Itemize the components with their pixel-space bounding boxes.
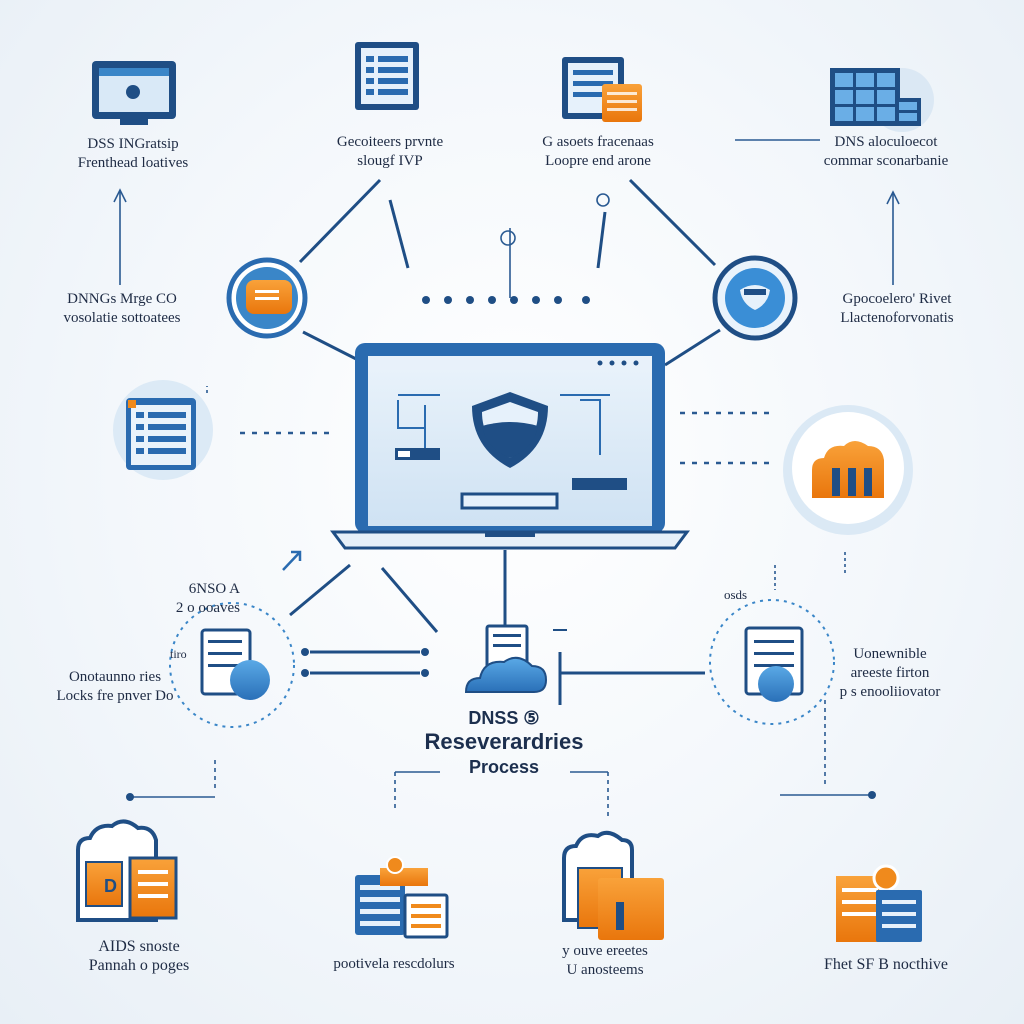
label-lower-left-tag: tiro <box>170 645 187 664</box>
label-line: slougf IVP <box>357 153 423 169</box>
connector-dots <box>126 296 876 801</box>
label-line: U anosteems <box>566 962 644 978</box>
label-lower-right-tag: osds <box>724 585 747 604</box>
label-top-left: DSS INGratsip Frenthead loatives <box>78 135 188 173</box>
label-line: pootivela rescdolurs <box>333 956 455 972</box>
orange-folder-circle-icon <box>226 257 308 339</box>
document-folder-icon <box>562 57 642 122</box>
center-title-line2: Reseverardries <box>424 729 584 754</box>
label-line: 6NSO A <box>188 581 240 597</box>
document-list-icon <box>355 42 419 110</box>
label-mid-right: Gpocoelero' Rivet Llactenoforvonatis <box>840 290 953 328</box>
label-line: Locks fre pnver Do <box>56 688 174 704</box>
server-report-icon <box>836 864 922 942</box>
label-line: tiro <box>170 647 187 661</box>
label-top-center-left: Gecoiteers prvnte slougf IVP <box>337 133 443 171</box>
label-line: Fhet SF B nocthive <box>823 956 949 973</box>
label-line: Uonewnible <box>853 646 927 662</box>
label-line: Llactenoforvonatis <box>840 310 954 326</box>
connector-lines <box>289 178 721 705</box>
label-line: 2 o ooaves <box>175 600 240 616</box>
label-lower-right: Uonewnible areeste firton p s enooliiova… <box>840 645 941 702</box>
label-lower-left-top: 6NSO A 2 o ooaves <box>120 580 240 618</box>
label-line: Onotaunno ries <box>68 669 162 685</box>
folder-letter-d: D <box>104 876 117 896</box>
label-bottom-1: AIDS snoste Pannah o poges <box>89 937 189 975</box>
label-line: AIDS snoste <box>98 938 180 955</box>
monitor-icon <box>92 61 176 125</box>
server-cloud-icon-right <box>709 599 835 725</box>
label-line: areeste firton <box>850 665 930 681</box>
shield-circle-icon <box>712 255 798 341</box>
list-panel-icon <box>113 380 213 480</box>
label-top-center-right: G asoets fracenaas Loopre end arone <box>542 133 654 171</box>
server-cloud-icon <box>169 602 295 728</box>
label-line: Loopre end arone <box>545 153 651 169</box>
center-title-line3: Process <box>468 757 540 777</box>
label-mid-left: DNNGs Mrge CO vosolatie sottoatees <box>63 290 180 328</box>
orange-cloud-folder-icon <box>783 405 913 535</box>
center-title-line1: DNSS ⑤ <box>468 708 540 728</box>
center-title: DNSS ⑤ Reseverardries Process <box>424 707 583 779</box>
shield-icon <box>472 392 548 468</box>
label-bottom-4: Fhet SF B nocthive <box>824 955 948 974</box>
label-line: Gpocoelero' Rivet <box>842 291 952 307</box>
label-line: vosolatie sottoatees <box>63 310 181 326</box>
label-top-right: DNS aloculoecot commar sconarbanie <box>824 133 949 171</box>
database-folder-icon <box>355 856 449 939</box>
label-line: osds <box>724 587 748 602</box>
label-line: G asoets fracenaas <box>542 134 654 150</box>
label-line: Pannah o poges <box>88 957 190 974</box>
label-line: DNS aloculoecot <box>834 134 938 150</box>
label-line: Frenthead loatives <box>77 155 189 171</box>
label-line: DNNGs Mrge CO <box>67 291 177 307</box>
dashed-leaders <box>113 139 900 820</box>
label-line: DSS INGratsip <box>87 136 179 152</box>
folder-stack-icon <box>76 819 178 922</box>
document-folder-stack-icon <box>562 830 664 940</box>
cloud-server-icon <box>464 624 548 693</box>
label-line: p s enooliiovator <box>839 684 941 700</box>
server-rack-icon <box>830 68 934 132</box>
label-bottom-3: y ouve ereetes U anosteems <box>562 942 648 980</box>
label-lower-left: Onotaunno ries Locks fre pnver Do <box>56 668 173 706</box>
label-line: y ouve ereetes <box>562 943 648 959</box>
label-bottom-2: pootivela rescdolurs <box>333 955 454 974</box>
label-line: Gecoiteers prvnte <box>336 134 444 150</box>
label-line: commar sconarbanie <box>823 153 949 169</box>
arrow-icon <box>282 550 302 571</box>
